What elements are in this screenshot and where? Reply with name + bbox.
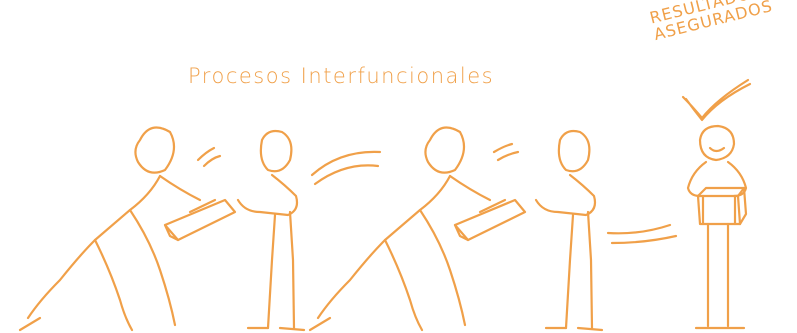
checkmark-icon — [681, 78, 752, 122]
figure-receiver-2 — [534, 129, 604, 332]
transfer-arc-2 — [606, 223, 678, 245]
transfer-arc-1 — [310, 150, 382, 186]
box-2 — [453, 198, 527, 242]
motion-line — [492, 142, 520, 162]
motion-line — [196, 146, 222, 168]
figure-receiver-1 — [236, 129, 306, 332]
figure-recipient — [686, 124, 748, 330]
box-1 — [163, 198, 237, 242]
box-final — [696, 186, 748, 226]
figure-pusher-2 — [308, 126, 492, 332]
page-title: Procesos Interfuncionales — [188, 64, 495, 88]
figure-pusher-1 — [18, 126, 202, 332]
